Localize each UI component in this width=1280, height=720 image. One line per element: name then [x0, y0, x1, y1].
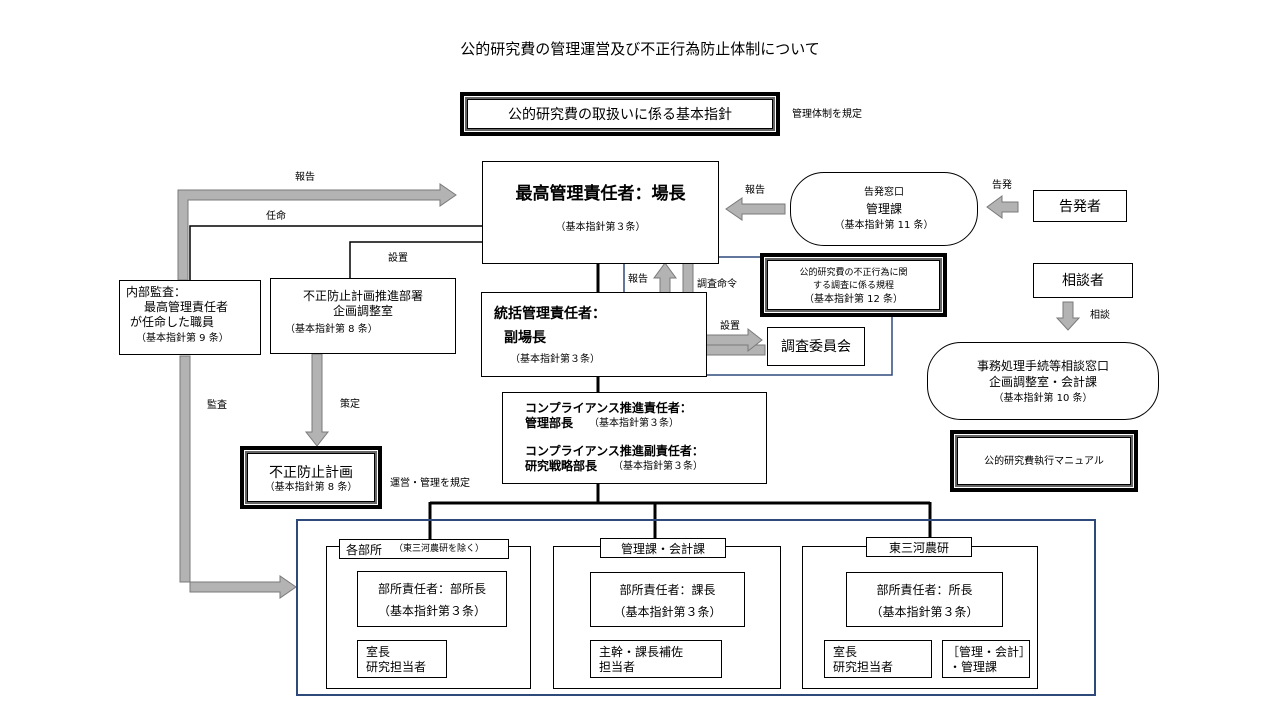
consult-window-ref: （基本指針第 10 条） — [993, 393, 1093, 404]
top-officer-ref: （基本指針第３条） — [555, 222, 646, 233]
dept-group-3-sub1-l1: 室長 — [833, 645, 858, 659]
dept-group-2-sub: 主幹・課長補佐 担当者 — [590, 640, 722, 678]
top-officer-title: 最高管理責任者：場長 — [515, 184, 686, 204]
whistleblower-label: 告発者 — [1059, 199, 1101, 215]
page-title: 公的研究費の管理運営及び不正行為防止体制について — [460, 40, 820, 58]
audit-line1: 内部監査： — [126, 285, 187, 299]
top-officer-box: 最高管理責任者：場長 （基本指針第３条） — [482, 161, 719, 264]
dept-group-1-head: 部所責任者：部所長 （基本指針第３条） — [357, 571, 507, 627]
dept-group-3-head-title: 部所責任者：所長 — [876, 583, 973, 597]
whistle-window-ref: （基本指針第 11 条） — [834, 220, 934, 231]
label-consult: 相談 — [1090, 310, 1110, 321]
consultant-label: 相談者 — [1062, 273, 1104, 289]
policy-note: 管理体制を規定 — [792, 109, 862, 120]
label-audit: 監査 — [207, 400, 227, 411]
policy-box: 公的研究費の取扱いに係る基本指針 — [460, 92, 780, 136]
consult-window-line1: 事務処理手続等相談窓口 — [976, 359, 1109, 373]
dept-group-3-head: 部所責任者：所長 （基本指針第３条） — [846, 572, 1003, 627]
dept-group-2-head-ref: （基本指針第３条） — [613, 605, 722, 619]
prevention-plan-box: 不正防止計画 （基本指針第 8 条） — [240, 446, 382, 509]
dept-group-3-sub2: ［管理・会計］ ・管理課 — [942, 640, 1032, 678]
audit-ref: （基本指針第 9 条） — [136, 333, 229, 344]
whistle-window-box: 告発窓口 管理課 （基本指針第 11 条） — [790, 172, 978, 246]
label-appoint: 任命 — [266, 211, 286, 222]
audit-line2: 最高管理責任者 — [144, 300, 229, 314]
compliance-ref4: （基本指針第３条） — [613, 461, 703, 472]
whistleblower-box: 告発者 — [1033, 190, 1127, 222]
dept-group-3-head-ref: （基本指針第３条） — [870, 605, 979, 619]
prevention-dept-ref: （基本指針第 8 条） — [285, 324, 378, 335]
dept-group-1-head-title: 部所責任者：部所長 — [377, 582, 486, 596]
consultant-box: 相談者 — [1033, 263, 1133, 298]
dept-group-3-sub1: 室長 研究担当者 — [824, 640, 932, 678]
compliance-ref2: （基本指針第３条） — [589, 418, 679, 429]
prevention-plan-ref: （基本指針第 8 条） — [264, 482, 358, 493]
prevention-dept-line1: 不正防止計画推進部署 — [302, 289, 423, 303]
label-report-in: 告発 — [992, 180, 1012, 191]
compliance-line1: コンプライアンス推進責任者： — [525, 401, 692, 415]
prevention-dept-line2: 企画調整室 — [332, 304, 393, 318]
dept-group-1-header: 各部所 （東三河農研を除く） — [339, 539, 509, 559]
investigation-rules-box: 公的研究費の不正行為に関 する調査に係る規程 （基本指針第 12 条） — [760, 253, 947, 317]
dept-group-2-head-title: 部所責任者：課長 — [619, 583, 716, 597]
whistle-window-line1: 告発窓口 — [864, 187, 904, 198]
consult-window-box: 事務処理手続等相談窓口 企画調整室・会計課 （基本指針第 10 条） — [927, 342, 1159, 420]
dept-group-3-sub1-l2: 研究担当者 — [833, 660, 894, 674]
prevention-dept-box: 不正防止計画推進部署 企画調整室 （基本指針第 8 条） — [270, 278, 456, 354]
compliance-box: コンプライアンス推進責任者： 管理部長 （基本指針第３条） コンプライアンス推進… — [502, 392, 767, 484]
dept-group-1-head-ref: （基本指針第３条） — [377, 604, 486, 618]
committee-label: 調査委員会 — [781, 339, 851, 355]
compliance-line3: コンプライアンス推進副責任者： — [525, 444, 704, 458]
dept-group-2-head: 部所責任者：課長 （基本指針第３条） — [590, 572, 745, 627]
committee-box: 調査委員会 — [767, 327, 865, 366]
dept-group-1-sub-l2: 研究担当者 — [366, 660, 427, 674]
dept-group-1-header-label: 各部所 — [346, 543, 383, 557]
dept-group-2-header: 管理課・会計課 — [600, 538, 726, 558]
audit-line3: が任命した職員 — [130, 315, 215, 329]
label-report-top: 報告 — [745, 185, 765, 196]
dept-group-1-sub: 室長 研究担当者 — [357, 640, 447, 678]
prevention-plan-line1: 不正防止計画 — [269, 465, 353, 481]
general-officer-ref: （基本指針第３条） — [510, 354, 600, 365]
general-officer-box: 統括管理責任者： 副場長 （基本指針第３条） — [481, 292, 707, 377]
whistle-window-line2: 管理課 — [865, 202, 902, 216]
label-order-inv: 調査命令 — [697, 279, 737, 290]
label-setup-inv: 設置 — [720, 321, 740, 332]
manual-box: 公的研究費執行マニュアル — [950, 430, 1138, 492]
policy-label: 公的研究費の取扱いに係る基本指針 — [508, 107, 732, 123]
dept-group-2-sub-l2: 担当者 — [599, 660, 636, 674]
investigation-rules-ref: （基本指針第 12 条） — [803, 294, 904, 305]
label-operate: 運営・管理を規定 — [390, 478, 470, 489]
dept-group-2-sub-l1: 主幹・課長補佐 — [599, 645, 684, 659]
dept-group-1-sub-l1: 室長 — [366, 645, 391, 659]
dept-group-3-sub2-l1: ［管理・会計］ — [947, 645, 1032, 659]
label-formulate: 策定 — [340, 399, 360, 410]
compliance-line2: 管理部長 — [525, 416, 574, 430]
dept-group-3-header: 東三河農研 — [866, 537, 972, 557]
audit-box: 内部監査： 最高管理責任者 が任命した職員 （基本指針第 9 条） — [119, 280, 261, 355]
dept-group-1-header-note: （東三河農研を除く） — [394, 544, 485, 554]
investigation-rules-line2: する調査に係る規程 — [812, 281, 894, 291]
dept-group-3-header-label: 東三河農研 — [888, 541, 949, 555]
dept-group-2-header-label: 管理課・会計課 — [620, 542, 705, 556]
dept-group-3-sub2-l2: ・管理課 — [949, 660, 998, 674]
manual-label: 公的研究費執行マニュアル — [984, 456, 1104, 467]
label-report-inv: 報告 — [628, 274, 648, 285]
general-officer-line1: 統括管理責任者： — [494, 306, 606, 322]
label-report-left: 報告 — [295, 172, 315, 183]
consult-window-line2: 企画調整室・会計課 — [988, 375, 1097, 389]
general-officer-line2: 副場長 — [504, 330, 546, 346]
investigation-rules-line1: 公的研究費の不正行為に関 — [799, 268, 908, 278]
compliance-line4: 研究戦略部長 — [525, 459, 598, 473]
label-setup-top: 設置 — [388, 253, 408, 264]
